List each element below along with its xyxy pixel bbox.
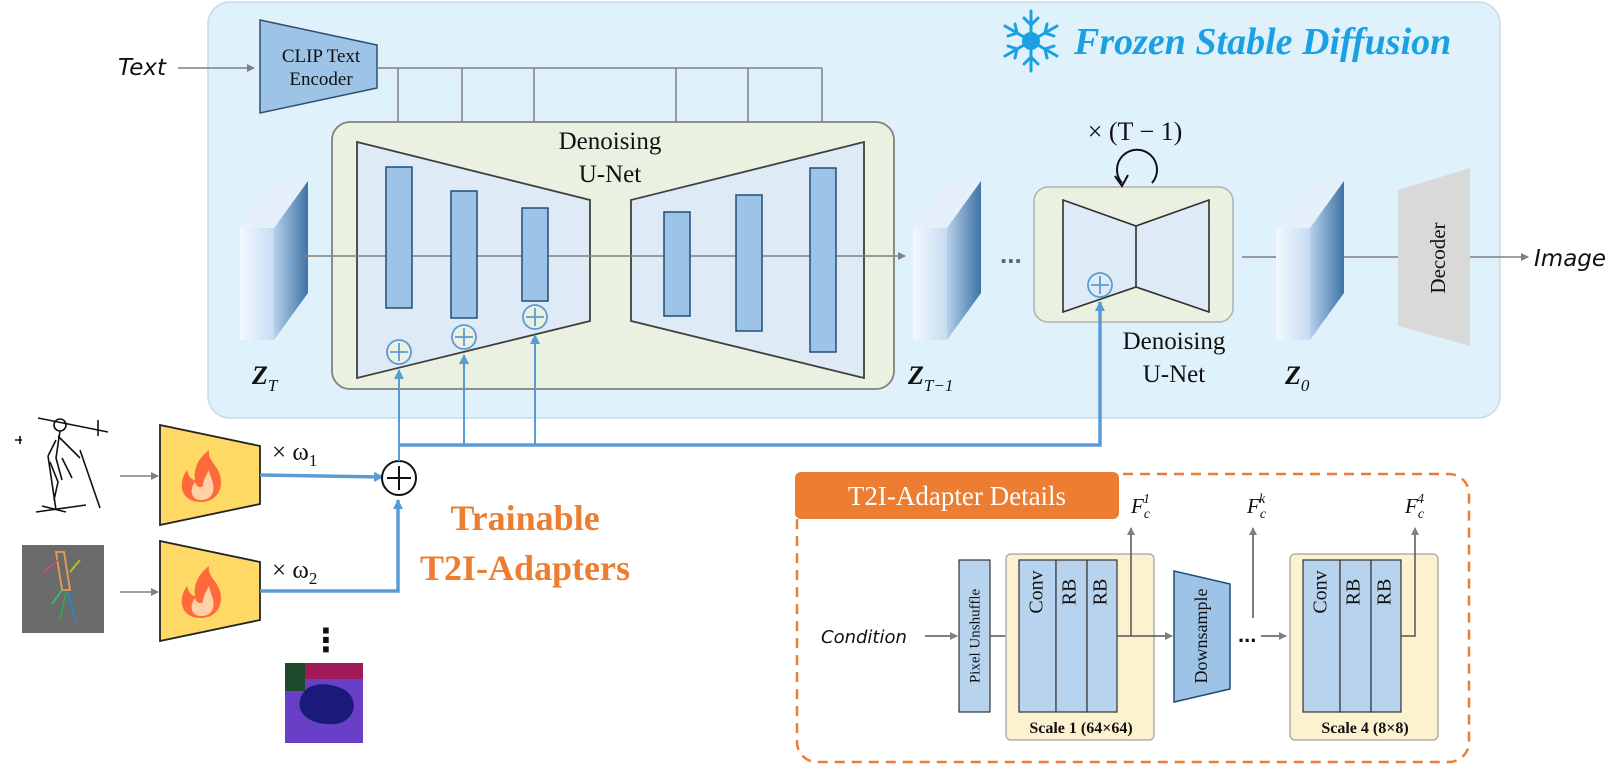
scale1-rb-1 <box>1055 559 1088 713</box>
fc4-arrow <box>1401 527 1419 637</box>
loop-arrow-icon <box>1116 148 1158 184</box>
fire-icon <box>181 450 221 502</box>
text-input-label: Text <box>118 55 167 81</box>
trainable-label-line1: Trainable <box>450 498 599 538</box>
details-title-box <box>795 472 1119 519</box>
decoder-label: Decoder <box>1426 222 1450 293</box>
scale1-conv <box>1018 559 1057 713</box>
details-title: T2I-Adapter Details <box>848 481 1066 511</box>
latent-zt1-cube <box>913 181 981 340</box>
decoder-block <box>1398 168 1470 346</box>
adapter-features-lines <box>394 301 1105 461</box>
unet-label-line1: Denoising <box>559 128 662 155</box>
unet-enc-block-1 <box>385 166 413 309</box>
adapter-1-to-sum <box>259 471 384 482</box>
scale1-rb2-label: RB <box>1090 579 1112 606</box>
scale4-rb1-label: RB <box>1343 579 1365 606</box>
unet-dec-block-1 <box>663 211 691 317</box>
details-panel <box>795 472 1471 764</box>
unet-add-icon-2 <box>451 324 477 350</box>
scale4-rb-2 <box>1370 559 1402 713</box>
clip-text-encoder <box>259 19 378 114</box>
downsample-label: Downsample <box>1191 588 1211 683</box>
loop-arrowhead <box>1114 174 1129 188</box>
scale1-rb1-label: RB <box>1059 579 1081 606</box>
fire-icon <box>181 566 221 618</box>
fc1-label: Fc1 <box>1130 492 1151 522</box>
pose-skeleton <box>43 551 81 623</box>
unet-add-icon-1 <box>386 339 412 365</box>
sum-icon <box>381 460 417 496</box>
unet-enc-block-3 <box>521 207 549 302</box>
unet-dec-block-2 <box>735 194 763 332</box>
small-unet-add-icon <box>1087 272 1113 298</box>
unet-label-line2: U-Net <box>579 161 642 188</box>
snowflake-icon <box>1003 9 1059 73</box>
image-output-label: Image <box>1534 246 1606 272</box>
adapters-vdots: ⋮ <box>310 621 342 659</box>
scale4-rb2-label: RB <box>1374 579 1396 606</box>
pixel-unshuffle-label: Pixel Unshuffle <box>967 589 983 684</box>
downsample-block <box>1173 570 1231 703</box>
loop-label: × (T − 1) <box>1088 117 1183 146</box>
fck-label: Fck <box>1246 492 1267 522</box>
trainable-label-line2: T2I-Adapters <box>420 548 630 588</box>
segmentation-condition-image <box>285 663 363 743</box>
scale4-conv <box>1302 559 1341 713</box>
weight-w2-label: × ω2 <box>272 557 317 588</box>
small-unet-label-line1: Denoising <box>1123 328 1226 355</box>
latent-z0-label: Z0 <box>1284 361 1310 395</box>
latent-z0-cube <box>1276 181 1344 340</box>
latent-zt-label: ZT <box>251 361 279 395</box>
scale4-label: Scale 4 (8×8) <box>1321 720 1408 737</box>
sketch-condition-image <box>15 417 109 513</box>
weight-w1-label: × ω1 <box>272 439 317 470</box>
pose-condition-image <box>22 545 104 633</box>
latent-zt-cube <box>240 181 308 340</box>
unet-dec-block-3 <box>809 167 837 353</box>
scale4-conv-label: Conv <box>1310 570 1332 613</box>
flow-ellipsis: ... <box>1000 239 1022 269</box>
latent-zt1-label: ZT−1 <box>907 361 953 395</box>
clip-label-line1: CLIP Text <box>282 46 361 67</box>
condition-label: Condition <box>821 627 907 648</box>
details-ellipsis: ... <box>1238 622 1256 647</box>
unet-add-icon-3 <box>522 304 548 330</box>
small-unet-label-line2: U-Net <box>1143 361 1206 388</box>
clip-label-line2: Encoder <box>289 69 353 90</box>
unet-enc-block-2 <box>450 190 478 319</box>
scale1-conv-label: Conv <box>1026 570 1048 613</box>
scale1-label: Scale 1 (64×64) <box>1029 720 1132 737</box>
adapter-2-to-sum <box>260 499 403 593</box>
frozen-title: Frozen Stable Diffusion <box>1073 21 1451 63</box>
fc4-label: Fc4 <box>1404 492 1425 522</box>
